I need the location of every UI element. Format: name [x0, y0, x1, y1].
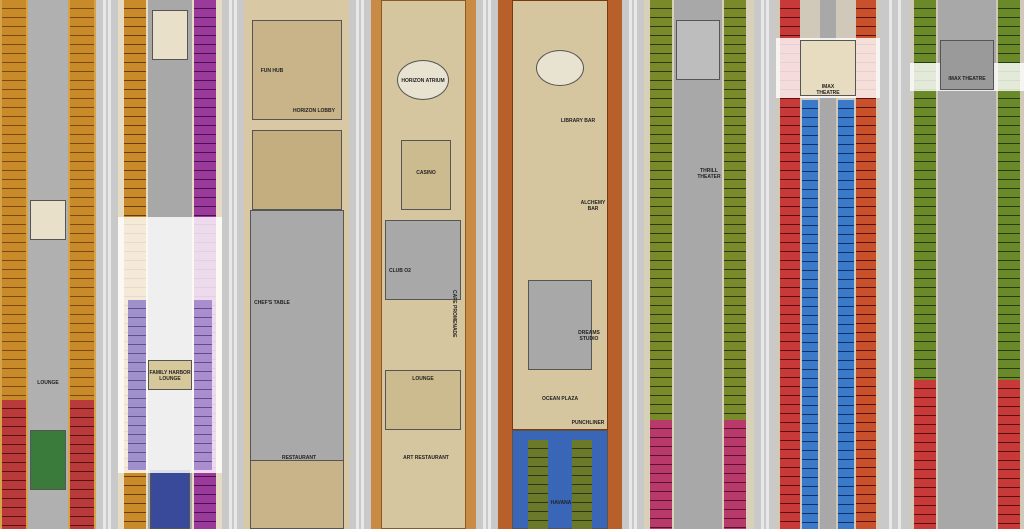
- deck-plan-4[interactable]: HORIZON ATRIUM CASINO CLUB O2 LOUNGE ART…: [371, 0, 476, 529]
- atrium-ellipse: [536, 50, 584, 86]
- venue-label: CAFE PROMENADE: [451, 290, 457, 338]
- venue-label: FAMILY HARBOR LOUNGE: [149, 370, 191, 382]
- venue-block: [385, 370, 461, 430]
- venue-block: [401, 140, 451, 210]
- cabin-block: [512, 430, 608, 529]
- venue-label: THRILL THEATER: [697, 168, 721, 180]
- deck-separator: [222, 0, 244, 529]
- venue-label: LIBRARY BAR: [560, 118, 596, 124]
- venue-block: [252, 130, 342, 210]
- venue-label: HAVANA: [550, 500, 572, 506]
- cabin-column: [802, 100, 818, 529]
- cabin-column: [856, 0, 876, 529]
- deck-separator: [622, 0, 644, 529]
- deck-plan-1[interactable]: LOUNGE: [0, 0, 96, 529]
- cabin-column: [724, 420, 746, 529]
- deck-plan-7[interactable]: IMAX THEATRE: [776, 0, 880, 529]
- cabin-block: [30, 430, 66, 490]
- stair-block: [152, 10, 188, 60]
- venue-label: IMAX THEATRE: [816, 84, 840, 96]
- deck-separator: [880, 0, 910, 529]
- venue-label: IMAX THEATRE: [948, 76, 986, 82]
- deck-plan-5[interactable]: LIBRARY BAR ALCHEMY BAR DREAMS STUDIO OC…: [498, 0, 622, 529]
- venue-block: [528, 280, 592, 370]
- venue-label: LOUNGE: [37, 380, 59, 386]
- venue-label: DREAMS STUDIO: [578, 330, 600, 342]
- venue-label: ALCHEMY BAR: [580, 200, 606, 212]
- cabin-column: [838, 100, 854, 529]
- venue-label: ART RESTAURANT: [403, 455, 449, 461]
- corridor: [674, 0, 722, 529]
- venue-label: FUN HUB: [260, 68, 284, 74]
- deck-separator: [754, 0, 776, 529]
- theater-block: [800, 40, 856, 96]
- deck-plan-3[interactable]: FUN HUB HORIZON LOBBY CHEF'S TABLE RESTA…: [244, 0, 349, 529]
- cabin-block: [150, 470, 190, 529]
- venue-label: PUNCHLINER: [571, 420, 605, 426]
- deck-separator: [349, 0, 371, 529]
- venue-block: [250, 460, 344, 529]
- stair-block: [30, 200, 66, 240]
- cabin-column: [128, 300, 146, 470]
- cabin-column: [998, 380, 1020, 529]
- deck-plan-2[interactable]: FAMILY HARBOR LOUNGE: [118, 0, 222, 529]
- venue-label: LOUNGE: [412, 376, 434, 382]
- cabin-column: [724, 0, 746, 529]
- theater-block: [676, 20, 720, 80]
- venue-block: [385, 220, 461, 300]
- corridor: [820, 0, 836, 529]
- cabin-column: [650, 420, 672, 529]
- venue-label: CLUB O2: [389, 268, 411, 274]
- cabin-column: [70, 400, 94, 529]
- cabin-column: [2, 400, 26, 529]
- venue-label: RESTAURANT: [281, 455, 317, 461]
- cabin-column: [194, 300, 212, 470]
- cabin-column: [572, 440, 592, 529]
- cabin-column: [650, 0, 672, 529]
- deck-plan-6[interactable]: THRILL THEATER: [644, 0, 754, 529]
- theater-block: [940, 40, 994, 90]
- lounge-block: [148, 360, 192, 390]
- venue-label: HORIZON LOBBY: [293, 108, 335, 114]
- deck-plan-8[interactable]: IMAX THEATRE: [910, 0, 1024, 529]
- venue-block: [252, 20, 342, 120]
- venue-label: CHEF'S TABLE: [254, 300, 290, 306]
- venue-block: [250, 210, 344, 470]
- cabin-column: [914, 380, 936, 529]
- deck-separator: [96, 0, 118, 529]
- venue-label: OCEAN PLAZA: [541, 396, 579, 402]
- cabin-column: [780, 0, 800, 529]
- deck-separator: [476, 0, 498, 529]
- atrium-ellipse: [397, 60, 449, 100]
- venue-label: HORIZON ATRIUM: [401, 78, 445, 84]
- cabin-column: [528, 440, 548, 529]
- venue-label: CASINO: [416, 170, 436, 176]
